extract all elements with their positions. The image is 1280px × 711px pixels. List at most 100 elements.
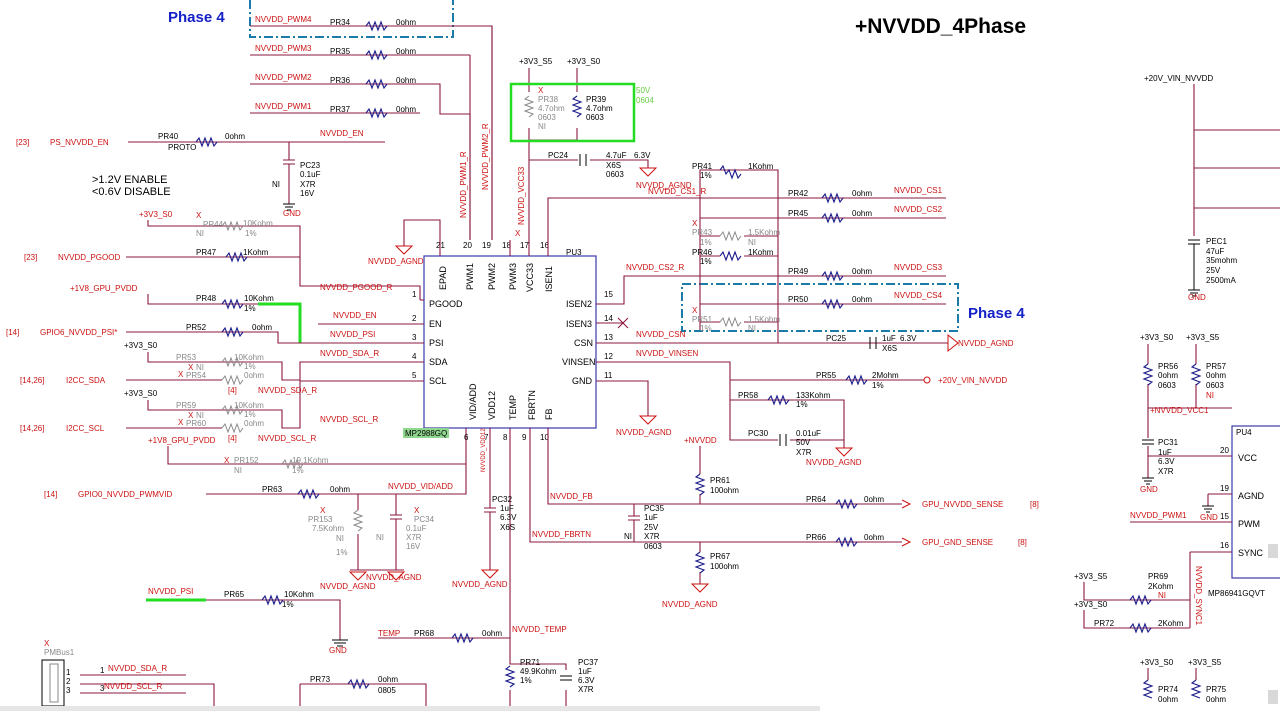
pr53-x: X [188,363,194,372]
pu4-ref: PU4 [1236,428,1252,437]
pin-num-6: 6 [464,433,469,442]
pr61-body [694,473,706,496]
net-sda-r-left: NVVDD_SDA_R [258,386,317,395]
pin-num-7: 7 [484,433,489,442]
pr39-size: 0603 [586,113,604,122]
pr56-ref: PR56 [1158,362,1179,371]
pr59-body [221,404,244,416]
net-vdd12: NVVDD_VDD12 [481,428,487,472]
net-scl-r-left: NVVDD_SCL_R [258,434,316,443]
pr63-body [297,488,320,500]
net-nvvdd-temp: NVVDD_TEMP [512,625,567,634]
power-3v3-s0-pr59: +3V3_S0 [124,389,158,398]
wire-pr48 [147,294,300,305]
pr39-val: 4.7ohm [586,104,613,113]
pc24-body [579,154,587,166]
pin-num-8: 8 [503,433,508,442]
pr73-val: 0ohm [378,675,398,684]
pr71-ref: PR71 [520,658,541,667]
pr40-note: PROTO [168,143,196,152]
pu4-pin-num-16: 16 [1220,541,1229,550]
pr58-ref: PR58 [738,391,759,400]
pc37-dielectric: X7R [578,685,594,694]
pc23-body [283,142,295,204]
power-3v3-s0-pr44: +3V3_S0 [139,210,173,219]
pwm3-x: X [515,229,521,238]
pr57-ref: PR57 [1206,362,1227,371]
pr38-ni: NI [538,122,546,131]
pr75-ref: PR75 [1206,685,1227,694]
pec1-val: 47uF [1206,247,1224,256]
horizontal-scrollbar[interactable] [0,706,820,711]
agnd-epad-label: NVVDD_AGND [368,257,424,266]
highlight-vcc-resistors [509,82,636,143]
pc31-dielectric: X7R [1158,467,1174,476]
power-3v3-s5: +3V3_S5 [519,57,553,66]
pin-num-21: 21 [436,241,445,250]
pr65-val: 10Kohm [284,590,314,599]
pr68-val: 0ohm [482,629,502,638]
pr66-val: 0ohm [864,533,884,542]
pr36-val: 0ohm [396,76,416,85]
port-gpio0-pwmvid: GPIO0_NVVDD_PWMVID [78,490,172,499]
gnd-pc23 [283,203,295,211]
power-1v8-pr48: +1V8_GPU_PVDD [70,284,138,293]
pc32-val: 1uF [500,504,514,513]
pr53-tol: 1% [244,362,256,371]
pc30-volt: 50V [796,438,811,447]
pc34-body [390,494,402,570]
pr56-val: 0ohm [1158,371,1178,380]
pr53-val: 10Kohm [234,353,264,362]
pc25-val: 1uF [882,334,896,343]
pr47-val: 1Kohm [243,248,269,257]
pr51-ref: PR51 [692,315,713,324]
net-pwm3: NVVDD_PWM3 [255,44,312,53]
scroll-down-button[interactable] [1268,690,1278,704]
pr49-body [821,270,844,282]
pr52-ref: PR52 [186,323,207,332]
pr37-ref: PR37 [330,105,351,114]
pr59-ni: NI [196,411,204,420]
pr43-ref: PR43 [692,228,713,237]
pin-pwm2: PWM2 [487,263,497,290]
pr74-ref: PR74 [1158,685,1179,694]
pr152-val: 19.1Kohm [292,456,329,465]
pr68-ref: PR68 [414,629,435,638]
wire-gnd-pin [596,380,649,416]
agnd-pc32 [480,569,500,579]
agnd-pc30 [834,447,854,457]
pin-sda: SDA [429,357,448,367]
pr43-ni: NI [748,238,756,247]
agnd-epad [394,245,414,255]
pr55-body [845,374,868,386]
pc32-volt: 6.3V [500,513,517,522]
pr51-tol: 1% [700,324,712,333]
pc23-val: 0.1uF [300,170,321,179]
net-fbrtn: NVVDD_FBRTN [532,530,591,539]
label-0604: 0604 [636,96,654,105]
pr152-x: X [224,456,230,465]
ref-4-b: [4] [228,434,237,443]
agnd-pc24 [638,167,658,177]
pin-pwm1: PWM1 [465,263,475,290]
agnd-gnd-pin-label: NVVDD_AGND [616,428,672,437]
net-cs2: NVVDD_CS2 [894,205,943,214]
agnd-pc25 [947,333,959,353]
pr46-val: 1Kohm [748,248,774,257]
pmbus-net-scl: NVVDD_SCL_R [104,682,162,691]
pr43-x: X [692,219,698,228]
pr55-tol: 1% [872,381,884,390]
wire-fb [547,428,902,505]
vertical-scroll-thumb[interactable] [1268,544,1278,558]
pr40-ref: PR40 [158,132,179,141]
pmbus-connector-body [49,663,59,703]
pc37-ref: PC37 [578,658,599,667]
port-vin-nvvdd: +20V_VIN_NVVDD [938,376,1007,385]
pr43-body [719,230,742,242]
pr54-x: X [178,370,184,379]
pin-num-20: 20 [463,241,472,250]
pin-num-3: 3 [412,333,417,342]
pr60-x: X [178,418,184,427]
pmbus-ref: PMBus1 [44,648,75,657]
wire-pc31 [1147,408,1232,478]
